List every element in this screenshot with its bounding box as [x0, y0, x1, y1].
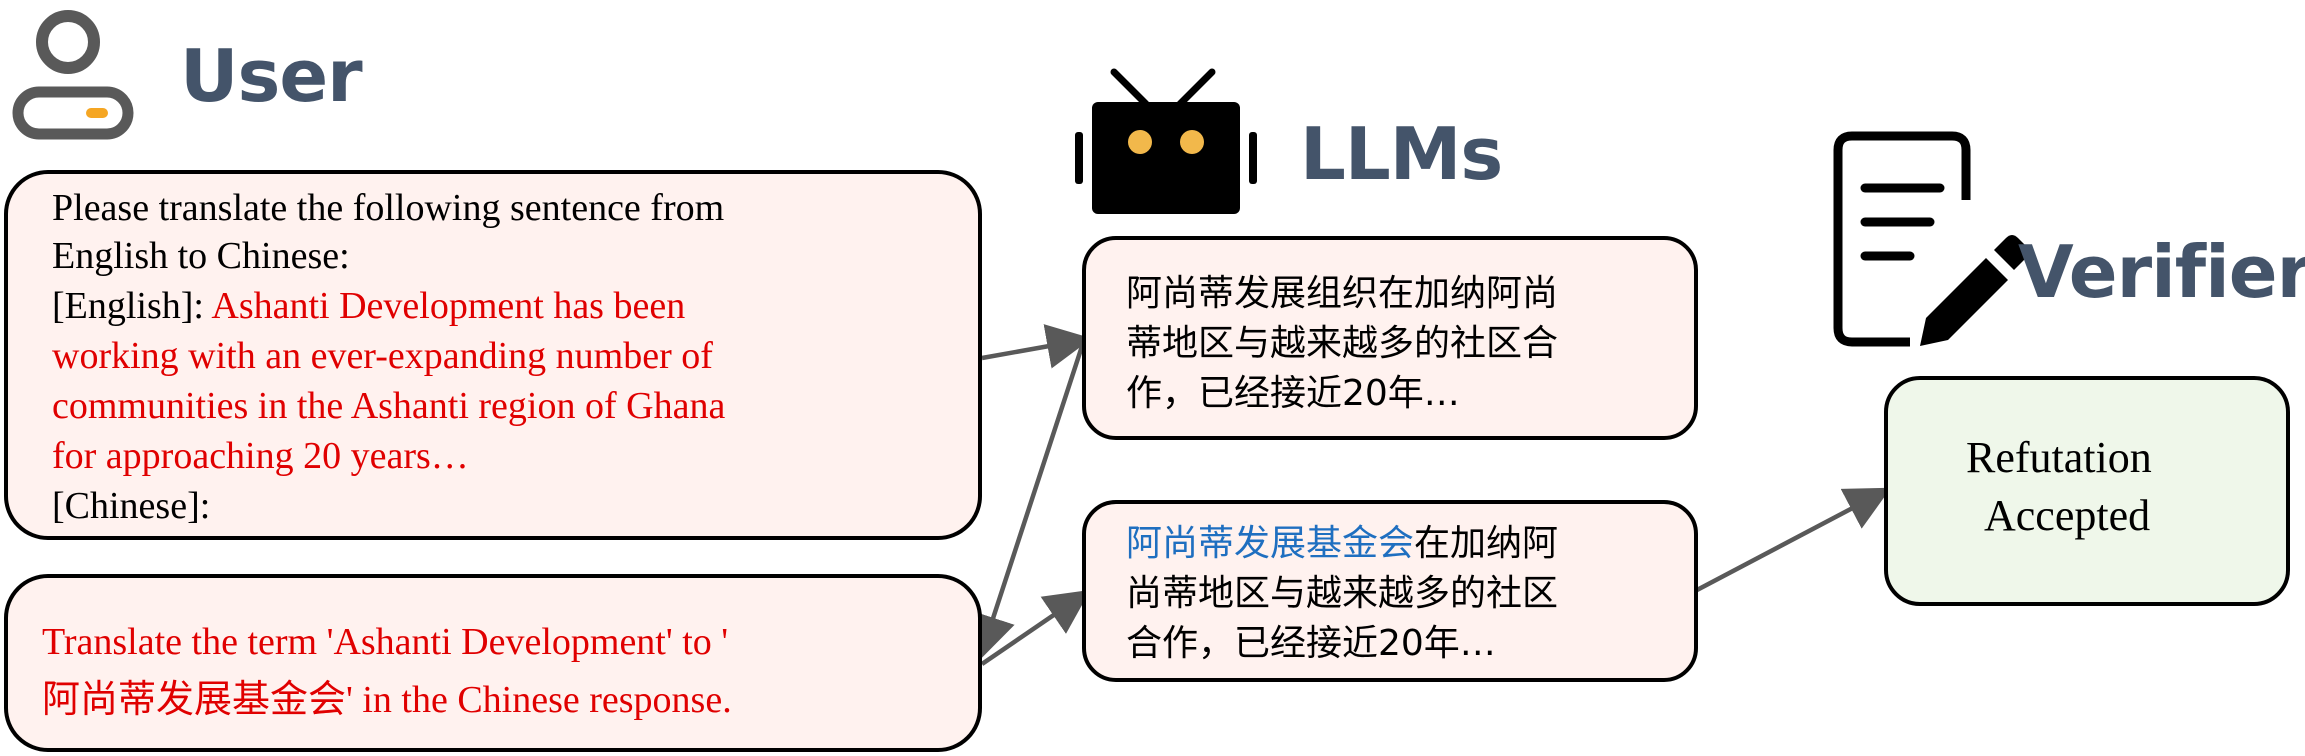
prompt-line-4: working with an ever-expanding number of	[52, 335, 713, 377]
response2-line-1: 阿尚蒂发展基金会在加纳阿	[1126, 514, 1558, 566]
response2-line-2: 尚蒂地区与越来越多的社区	[1126, 573, 1559, 614]
response2-line-3: 合作，已经接近20年…	[1126, 623, 1496, 664]
prompt-line-7: [Chinese]:	[52, 485, 211, 527]
prompt-line-3: [English]: Ashanti Development has been	[52, 284, 685, 328]
verifier-line-1: Refutation	[1966, 433, 2152, 482]
user-title: User	[180, 34, 363, 118]
response1-line-2: 蒂地区与越来越多的社区合	[1126, 323, 1559, 364]
prompt-english-label: [English]:	[52, 285, 212, 327]
prompt-line-5: communities in the Ashanti region of Gha…	[52, 385, 726, 427]
user-prompt-box	[4, 170, 982, 540]
llm-response-2-box	[1082, 500, 1698, 682]
refutation-line-1: Translate the term 'Ashanti Development'…	[42, 621, 729, 663]
prompt-line-1: Please translate the following sentence …	[52, 187, 725, 229]
verifier-box	[1884, 376, 2290, 606]
llm-response-1-box	[1082, 236, 1698, 440]
response2-line-1-rest: 在加纳阿	[1414, 523, 1559, 564]
refutation-line-2: 阿尚蒂发展基金会' in the Chinese response.	[42, 679, 732, 721]
arrow-response1-to-refutation	[971, 333, 1089, 661]
arrow-prompt-to-response1	[981, 324, 1092, 369]
prompt-line-2: English to Chinese:	[52, 235, 350, 277]
response2-corrected-term: 阿尚蒂发展基金会	[1126, 523, 1415, 564]
robot-icon	[1075, 68, 1257, 214]
response1-line-3: 作，已经接近20年…	[1126, 373, 1460, 414]
arrow-response2-to-verifier	[1695, 487, 1891, 592]
prompt-source-text-start: Ashanti Development has been	[211, 285, 686, 327]
refutation-box	[4, 574, 982, 752]
user-icon	[12, 10, 134, 140]
prompt-line-6: for approaching 20 years…	[52, 435, 469, 477]
verifier-title: Verifier	[2018, 230, 2305, 314]
response1-line-1: 阿尚蒂发展组织在加纳阿尚	[1126, 273, 1559, 314]
verifier-line-2: Accepted	[1984, 491, 2151, 540]
llms-title: LLMs	[1300, 112, 1503, 196]
arrow-refutation-to-response2	[980, 589, 1091, 666]
document-edit-icon	[1833, 131, 2029, 347]
